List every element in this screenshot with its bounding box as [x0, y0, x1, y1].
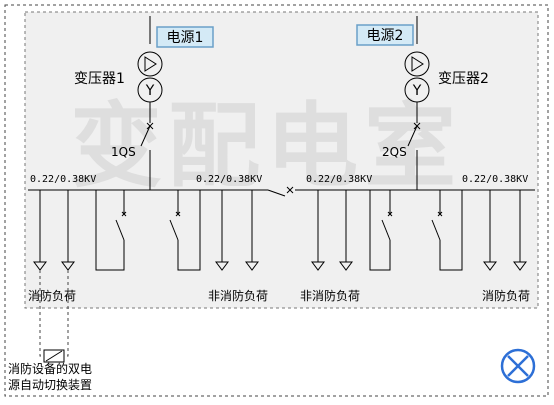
fire-load-feeders-left [33, 190, 75, 271]
bus-voltage-label-1: 0.22/0.38KV [30, 174, 96, 185]
nonfire-load-label-left: 非消防负荷 [208, 288, 268, 303]
close-circle-icon[interactable] [500, 348, 536, 384]
ats-device [39, 270, 69, 363]
breaker-2qs-label: 2QS [382, 145, 407, 159]
transformer2-y-mark: Y [412, 83, 422, 99]
fire-load-label-right: 消防负荷 [482, 288, 530, 303]
watermark-text: 变配电室 [70, 93, 462, 200]
fire-load-feeders-right [483, 190, 527, 271]
fire-load-label-left: 消防负荷 [28, 288, 76, 303]
source1-label-box [156, 26, 214, 48]
transformer1-y-mark: Y [145, 83, 155, 99]
right-tie-loops [369, 190, 463, 271]
substation-panel [24, 11, 539, 309]
ats-note-line1: 消防设备的双电 [8, 361, 92, 376]
outer-dashed-frame [4, 4, 549, 397]
bus-tie-switch [267, 186, 294, 197]
nonfire-load-feeders-right [311, 190, 353, 271]
breaker-1qs-symbol [140, 122, 154, 147]
source1-label: 电源1 [167, 30, 204, 46]
bus-voltage-label-4: 0.22/0.38KV [462, 174, 528, 185]
ats-note-line2: 源自动切换装置 [8, 378, 92, 392]
nonfire-load-feeders-left [215, 190, 259, 271]
breaker-1qs-label: 1QS [111, 145, 136, 159]
bus-voltage-label-2: 0.22/0.38KV [196, 174, 262, 185]
transformer1-label: 变压器1 [74, 71, 125, 87]
nonfire-load-label-right: 非消防负荷 [300, 288, 360, 303]
source2-label: 电源2 [367, 28, 404, 44]
breaker-2qs-symbol [407, 122, 421, 147]
source2-label-box [356, 24, 414, 46]
bus-voltage-label-3: 0.22/0.38KV [306, 174, 372, 185]
transformer2-label: 变压器2 [438, 71, 489, 87]
left-tie-loops [95, 190, 201, 271]
